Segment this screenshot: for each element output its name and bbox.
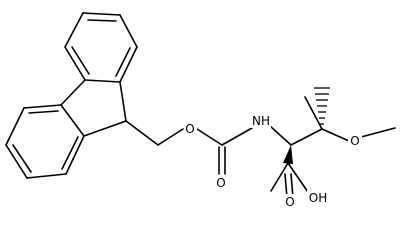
bond [119, 46, 138, 83]
svg-text:O: O [185, 122, 194, 136]
atom-oh: OH [307, 190, 329, 206]
bond-inner [115, 47, 131, 77]
bond [5, 107, 25, 146]
bond [84, 79, 121, 83]
bond [64, 46, 86, 81]
bond [119, 14, 138, 48]
bond-inner [61, 136, 79, 170]
bond [83, 120, 127, 137]
bond [65, 135, 85, 175]
structure-diagram: O O NH O OH O [5, 12, 396, 208]
atom-o-acid: O [283, 194, 297, 208]
svg-text:O: O [350, 134, 359, 148]
bond-inner [71, 46, 90, 75]
fluorene-five-ring [60, 79, 127, 137]
wedge-bond [283, 145, 293, 164]
bond [119, 81, 127, 122]
bond [82, 12, 121, 16]
bond-methyl [304, 96, 323, 130]
bond [287, 162, 311, 196]
carboxylic-acid [270, 162, 311, 199]
bond [270, 162, 289, 192]
bond [125, 120, 159, 146]
bond [196, 128, 223, 146]
bond-inner [12, 144, 32, 173]
bond-methyl [360, 127, 396, 138]
atom-o-ester: O [184, 120, 197, 136]
atom-o-carbonyl: O [215, 175, 228, 191]
bond [60, 79, 86, 106]
bond [157, 128, 184, 146]
bond [321, 128, 350, 142]
atom-o-methoxy: O [348, 133, 362, 149]
hashed-wedge-bond [314, 87, 330, 125]
carbamate-linker [125, 120, 292, 175]
molecule-drawing: O O NH O OH O [5, 12, 396, 208]
fluorene-lower-ring [5, 104, 85, 179]
svg-text:O: O [285, 195, 294, 208]
bond [221, 127, 253, 146]
svg-text:OH: OH [309, 191, 327, 205]
bond-inner [87, 19, 117, 22]
tertiary-carbon-branch [290, 96, 396, 146]
bond [60, 104, 85, 137]
atom-nh: NH [251, 112, 271, 128]
fluorene-upper-ring [64, 12, 138, 83]
bond-inner [28, 110, 59, 114]
bond [26, 173, 67, 179]
bond [290, 128, 323, 146]
svg-text:NH: NH [252, 114, 270, 128]
svg-text:O: O [216, 176, 225, 190]
bond [23, 104, 62, 109]
bond [5, 144, 28, 179]
bond [269, 125, 292, 146]
bond [64, 12, 84, 48]
